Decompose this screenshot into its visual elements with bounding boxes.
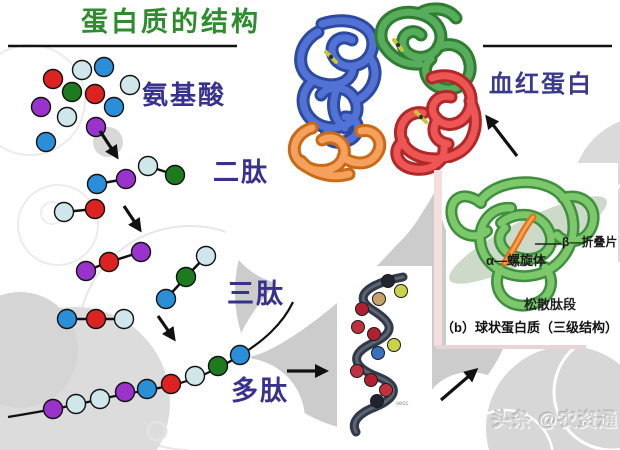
hemoglobin-image bbox=[237, 2, 483, 183]
helix-corner-text: secc bbox=[396, 401, 409, 407]
hemoglobin-blue-subunit bbox=[294, 14, 382, 149]
arrow-dipeptide-to-tripeptide bbox=[122, 205, 142, 233]
tertiary-structure-image bbox=[434, 163, 618, 349]
flow-arrows bbox=[98, 114, 519, 402]
loose-segment-label: 松散肽段 bbox=[524, 297, 577, 312]
hemoglobin-orange-subunit bbox=[287, 121, 387, 183]
arrow-amino-to-dipeptide bbox=[98, 130, 119, 160]
polypeptide-label: 多肽 bbox=[231, 376, 289, 406]
arrow-tripeptide-to-polypeptide bbox=[156, 315, 176, 342]
hemoglobin-label: 血红蛋白 bbox=[489, 71, 593, 98]
page-title: 蛋白质的结构 bbox=[81, 7, 261, 37]
heme-group-marks bbox=[324, 38, 428, 124]
beta-sheet-label: β—折叠片 bbox=[562, 235, 618, 249]
hemoglobin-red-subunit bbox=[390, 69, 482, 176]
alpha-helix-segment bbox=[501, 213, 537, 267]
alpha-helix-label: α—螺旋体 bbox=[486, 253, 546, 268]
dipeptide-label: 二肽 bbox=[213, 157, 270, 187]
tertiary-caption: （b）球状蛋白质（三级结构） bbox=[441, 320, 618, 335]
helix-residue-balls bbox=[350, 274, 408, 408]
arrow-tertiary-to-hemoglobin bbox=[485, 114, 519, 157]
alpha-helix-image bbox=[337, 266, 432, 437]
arrow-helix-to-tertiary bbox=[439, 368, 479, 402]
globular-protein bbox=[445, 176, 600, 312]
amino-acid-label: 氨基酸 bbox=[142, 80, 227, 110]
tripeptide-label: 三肽 bbox=[227, 279, 285, 309]
amino-acid-dots bbox=[30, 56, 251, 420]
toutiao-watermark: 头条 @农资通 bbox=[492, 410, 618, 431]
